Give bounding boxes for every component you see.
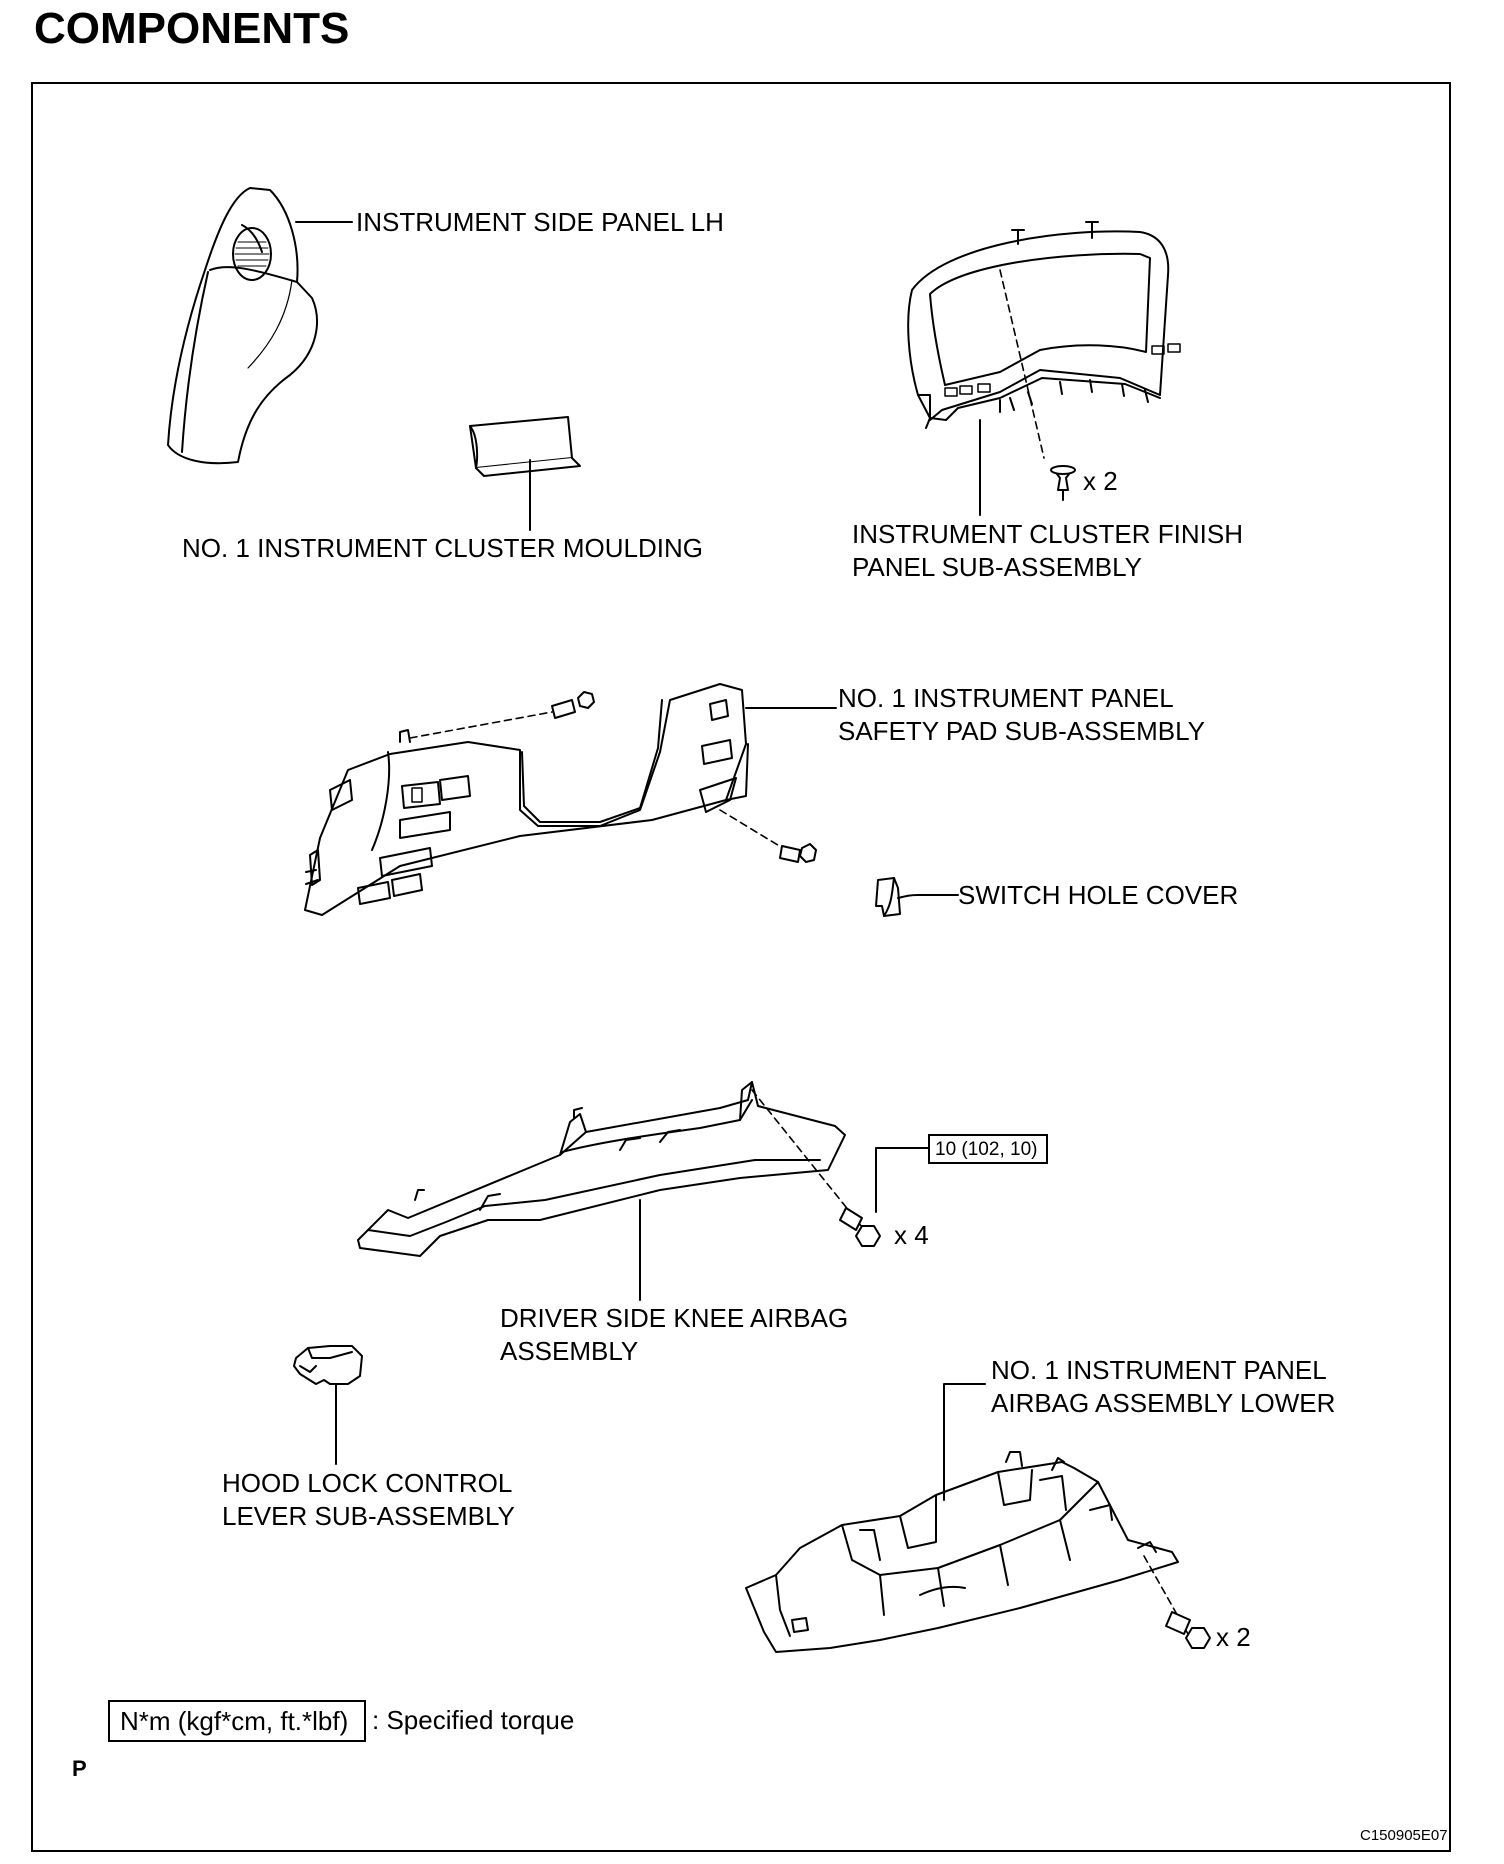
label-moulding: NO. 1 INSTRUMENT CLUSTER MOULDING — [182, 533, 704, 563]
label-safety-pad-line1: NO. 1 INSTRUMENT PANEL — [838, 683, 1174, 713]
legend-unit: N*m (kgf*cm, ft.*lbf) — [120, 1706, 349, 1736]
bolt-icon — [839, 1207, 881, 1247]
leader-switch-cover — [897, 894, 959, 899]
torque-spec-box: 10 (102, 10) — [928, 1134, 1048, 1164]
label-knee-airbag-line2: ASSEMBLY — [500, 1336, 639, 1366]
label-side-panel: INSTRUMENT SIDE PANEL LH — [356, 207, 724, 237]
legend-text: : Specified torque — [372, 1705, 575, 1735]
page-title: COMPONENTS — [34, 4, 350, 53]
label-hood-lever-line1: HOOD LOCK CONTROL — [222, 1468, 513, 1498]
qty-lower-bolts: x 2 — [1216, 1622, 1251, 1652]
panel-airbag-lower-part — [745, 1451, 1179, 1653]
qty-finish-clips: x 2 — [1083, 466, 1118, 496]
leader-torque — [875, 1147, 931, 1213]
instrument-side-panel-lh-part — [167, 187, 318, 465]
bolt-icon — [1165, 1611, 1211, 1649]
page-marker: P — [72, 1756, 87, 1781]
cluster-moulding-part — [469, 416, 581, 477]
label-knee-airbag-line1: DRIVER SIDE KNEE AIRBAG — [500, 1303, 849, 1333]
bolt-icon — [551, 691, 595, 719]
clip-icon — [1050, 465, 1076, 501]
label-finish-panel-line2: PANEL SUB-ASSEMBLY — [852, 552, 1142, 582]
label-safety-pad-line2: SAFETY PAD SUB-ASSEMBLY — [838, 716, 1205, 746]
label-finish-panel-line1: INSTRUMENT CLUSTER FINISH — [852, 519, 1243, 549]
figure-code: C150905E07 — [1360, 1827, 1448, 1844]
safety-pad-part — [304, 683, 749, 916]
qty-knee-bolts: x 4 — [894, 1220, 929, 1250]
cluster-finish-panel-part — [907, 221, 1181, 459]
diagram-frame — [31, 82, 1451, 1852]
switch-hole-cover-part — [875, 877, 901, 917]
torque-spec-value: 10 (102, 10) — [935, 1139, 1038, 1160]
label-hood-lever-line2: LEVER SUB-ASSEMBLY — [222, 1501, 515, 1531]
hood-lock-lever-part — [293, 1345, 363, 1385]
label-switch-cover: SWITCH HOLE COVER — [958, 880, 1239, 910]
knee-airbag-part — [357, 1081, 846, 1257]
leader-panel-airbag — [943, 1383, 986, 1501]
bolt-icon — [779, 843, 817, 863]
label-panel-airbag-line2: AIRBAG ASSEMBLY LOWER — [991, 1388, 1336, 1418]
label-panel-airbag-line1: NO. 1 INSTRUMENT PANEL — [991, 1355, 1327, 1385]
legend-torque-box: N*m (kgf*cm, ft.*lbf) — [108, 1700, 366, 1742]
